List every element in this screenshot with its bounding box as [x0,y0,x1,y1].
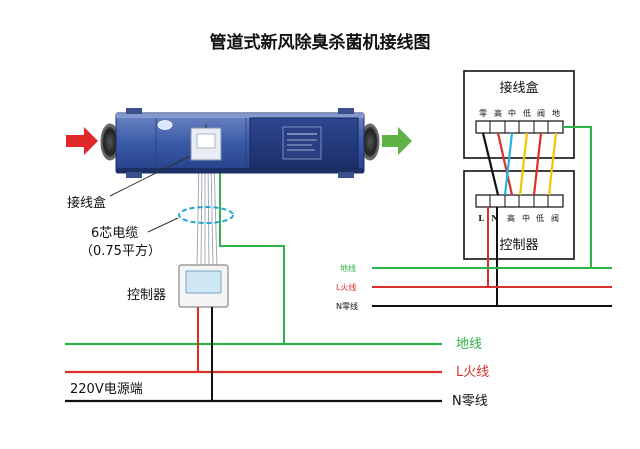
bottom-terminal-label: 低 [536,213,544,223]
bottom-terminal-label: 高 [507,213,515,223]
controller-label: 控制器 [127,288,166,303]
page-title: 管道式新风除臭杀菌机接线图 [210,32,431,53]
air-inlet-arrow [66,127,98,155]
top-terminal-label: 零 [479,109,487,118]
detail-ground-wire [563,126,592,268]
bottom-terminal-label: 阀 [551,214,559,223]
cable-pointer [147,217,179,233]
bottom-terminal-label: 中 [522,213,530,223]
cable-spec-label: （0.75平方） [80,243,161,259]
controller-device [178,264,229,308]
detail-top-terminal-labels: 零 高 中 低 阀 地 [479,108,560,118]
unit-junction-box [190,124,222,161]
main-neutral-label: N零线 [452,394,488,409]
top-terminal-label: 低 [523,108,531,118]
ventilation-unit [115,108,365,178]
brand-logo-icon [157,120,173,130]
unit-nameplate [282,126,322,160]
unit-ground-wire [219,158,285,344]
detail-bottom-terminal-labels: L N 高 中 低 阀 [478,213,559,223]
top-terminal-label: 地 [552,108,560,118]
cable-label: 6芯电缆 [91,225,138,241]
top-terminal-label: 中 [508,108,516,118]
junction-box-pointer [109,155,191,197]
bottom-terminal-label: L [478,213,484,223]
air-outlet-arrow [382,127,412,155]
detail-neutral-label: N零线 [336,301,358,311]
main-live-label: L火线 [456,365,489,380]
six-core-cable [196,159,218,269]
top-terminal-label: 阀 [537,109,545,118]
detail-live-label: L火线 [336,282,356,292]
power-label: 220V电源端 [70,382,143,397]
detail-controller-title: 控制器 [499,238,538,253]
detail-ground-label: 地线 [340,263,356,273]
detail-controller-box [463,170,575,260]
junction-box-label: 接线盒 [67,195,106,211]
top-terminal-label: 高 [494,108,502,118]
detail-bottom-terminal-block [475,194,564,208]
controller-screen [185,270,222,294]
main-ground-label: 地线 [456,337,482,352]
cable-highlight-ellipse [178,206,234,224]
detail-top-terminal-block [475,120,564,134]
detail-box-title: 接线盒 [499,80,538,96]
detail-interconnect-wires [481,132,558,196]
bottom-terminal-label: N [491,213,498,223]
